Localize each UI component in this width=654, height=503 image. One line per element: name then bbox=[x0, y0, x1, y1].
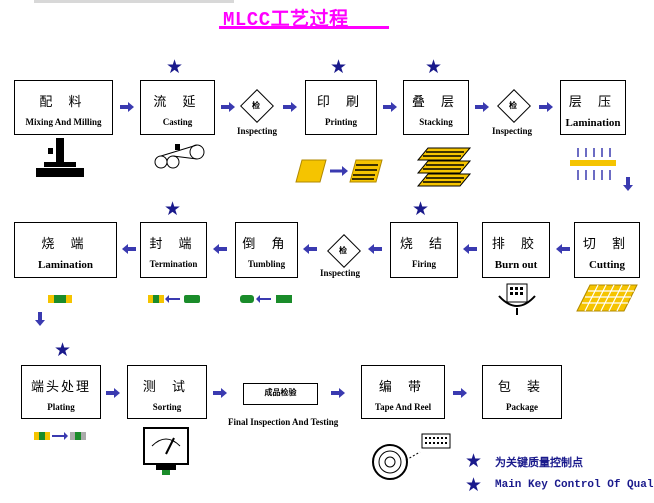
step-en: Casting bbox=[162, 117, 193, 127]
legend-star-icon: ★ bbox=[465, 451, 483, 472]
step-en: Firing bbox=[412, 259, 436, 269]
step-firing: 烧 结 Firing bbox=[390, 222, 458, 278]
step-plating: 端头处理 Plating bbox=[21, 365, 101, 419]
step-cn: 烧 结 bbox=[399, 237, 449, 252]
step-cn: 切 割 bbox=[582, 237, 632, 252]
step-cn: 编 带 bbox=[378, 380, 428, 395]
key-control-star: ★ bbox=[164, 199, 182, 220]
legend-star-icon: ★ bbox=[465, 475, 483, 496]
legend-cn: 为关键质量控制点 bbox=[495, 456, 583, 469]
step-burnout: 排 胶 Burn out bbox=[482, 222, 550, 278]
flow-arrow bbox=[122, 244, 136, 254]
final-inspection-label: Final Inspection And Testing bbox=[228, 417, 339, 427]
sorting-meter-illustration bbox=[143, 427, 189, 475]
step-cn: 流 延 bbox=[153, 95, 202, 110]
step-tumbling: 倒 角 Tumbling bbox=[235, 222, 298, 278]
key-control-star: ★ bbox=[330, 57, 348, 78]
flow-arrow bbox=[283, 102, 297, 112]
step-en: Burn out bbox=[494, 259, 538, 271]
key-control-star: ★ bbox=[412, 199, 430, 220]
key-control-star: ★ bbox=[425, 57, 443, 78]
step-printing: 印 刷 Printing bbox=[305, 80, 377, 135]
step-en: Tape And Reel bbox=[374, 402, 432, 412]
step-sorting: 测 试 Sorting bbox=[127, 365, 207, 419]
step-en: Printing bbox=[324, 117, 357, 127]
step-cn: 烧 端 bbox=[41, 237, 90, 252]
inspect-symbol: 检 bbox=[509, 101, 517, 110]
tape-reel-illustration bbox=[372, 433, 451, 480]
legend-en: Main Key Control Of Quality bbox=[495, 479, 654, 491]
step-termination-firing: 烧 端 Lamination bbox=[14, 222, 117, 278]
key-control-star: ★ bbox=[54, 340, 72, 361]
step-termination: 封 端 Termination bbox=[140, 222, 207, 278]
step-cn: 测 试 bbox=[142, 380, 192, 395]
final-inspection-box: 成品检验 bbox=[243, 383, 318, 405]
terminated-chip-illustration bbox=[48, 295, 72, 303]
step-cn: 印 刷 bbox=[316, 95, 366, 110]
flow-arrow bbox=[556, 244, 570, 254]
step-en: Stacking bbox=[419, 117, 453, 127]
plating-illustration bbox=[34, 432, 86, 440]
flow-arrow bbox=[120, 102, 134, 112]
inspect-label: Inspecting bbox=[492, 126, 533, 136]
step-en: Tumbling bbox=[247, 259, 286, 269]
step-en: Plating bbox=[47, 402, 75, 412]
title-underline bbox=[219, 26, 389, 29]
flow-arrow-down bbox=[623, 177, 633, 191]
flow-arrow bbox=[463, 244, 477, 254]
step-en: Cutting bbox=[588, 259, 626, 271]
step-en: Package bbox=[506, 402, 538, 412]
inspect-symbol: 检 bbox=[252, 101, 260, 110]
flow-arrow bbox=[453, 388, 467, 398]
tumbling-illustration bbox=[240, 295, 292, 303]
step-en: Termination bbox=[149, 259, 198, 269]
flow-arrow bbox=[331, 388, 345, 398]
step-package: 包 装 Package bbox=[482, 365, 562, 419]
step-lamination: 层 压 Lamination bbox=[560, 80, 626, 135]
casting-machine-illustration bbox=[154, 144, 205, 169]
flow-arrow bbox=[539, 102, 553, 112]
key-control-star: ★ bbox=[166, 57, 184, 78]
step-cn: 包 装 bbox=[497, 380, 547, 395]
step-en: Mixing And Milling bbox=[25, 117, 102, 127]
flow-arrow bbox=[221, 102, 235, 112]
step-casting: 流 延 Casting bbox=[140, 80, 215, 135]
inspect-label: Inspecting bbox=[320, 268, 361, 278]
flow-arrow bbox=[383, 102, 397, 112]
step-cn: 倒 角 bbox=[242, 237, 291, 252]
step-cn: 叠 层 bbox=[411, 95, 461, 110]
top-divider bbox=[34, 0, 234, 3]
inspect-symbol: 检 bbox=[339, 246, 347, 255]
flow-arrow bbox=[368, 244, 382, 254]
flow-arrow bbox=[106, 388, 120, 398]
step-cn: 配 料 bbox=[39, 95, 88, 110]
page-title: MLCC工艺过程 bbox=[223, 9, 349, 31]
flow-arrow bbox=[475, 102, 489, 112]
step-en: Lamination bbox=[37, 259, 93, 271]
stacking-illustration bbox=[416, 147, 472, 187]
flow-arrow bbox=[213, 244, 227, 254]
step-mixing: 配 料 Mixing And Milling bbox=[14, 80, 113, 135]
step-stacking: 叠 层 Stacking bbox=[403, 80, 469, 135]
step-tape-reel: 编 带 Tape And Reel bbox=[361, 365, 445, 419]
flow-arrow-down bbox=[35, 312, 45, 326]
termination-illustration bbox=[148, 295, 200, 303]
step-cn: 排 胶 bbox=[491, 237, 541, 252]
step-cn: 端头处理 bbox=[30, 380, 91, 395]
lamination-press-illustration bbox=[570, 148, 616, 180]
step-cn: 封 端 bbox=[149, 237, 198, 252]
inspect-label: Inspecting bbox=[237, 126, 278, 136]
flow-arrow bbox=[213, 388, 227, 398]
step-en: Sorting bbox=[152, 402, 182, 412]
step-cn: 层 压 bbox=[568, 95, 618, 110]
cutting-grid-illustration bbox=[576, 284, 638, 312]
mixing-machine-illustration bbox=[36, 138, 84, 177]
step-en: Lamination bbox=[565, 117, 621, 129]
flow-arrow bbox=[303, 244, 317, 254]
step-cutting: 切 割 Cutting bbox=[574, 222, 640, 278]
burnout-furnace-illustration bbox=[498, 283, 536, 315]
printing-illustration bbox=[295, 159, 383, 183]
